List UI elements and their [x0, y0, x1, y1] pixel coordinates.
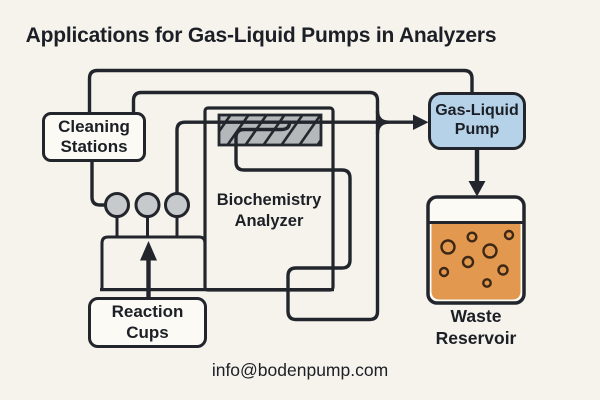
gas-liquid-pump-label: Gas-Liquid Pump [435, 102, 519, 138]
tube-probe-waste-loop [131, 90, 380, 322]
node-reaction-cups: Reaction Cups [88, 297, 207, 348]
tube-suction-to-pump [175, 120, 414, 195]
tube-box-to-nozzle [90, 162, 106, 207]
node-gas-liquid-pump: Gas-Liquid Pump [428, 92, 526, 150]
pump-discharge-arrowhead [468, 181, 486, 197]
node-cleaning-stations: Cleaning Stations [42, 112, 146, 162]
waste-reservoir-border [426, 195, 526, 305]
reaction-cups-arrowhead [140, 241, 157, 261]
biochemistry-analyzer-label: Biochemistry Analyzer [216, 191, 322, 230]
hatched-deck [217, 113, 323, 147]
diagram-title: Applications for Gas-Liquid Pumps in Ana… [25, 24, 497, 47]
cleaning-trough-shape [100, 235, 207, 290]
nozzle-1 [104, 192, 130, 218]
hatched-deck-border [217, 113, 323, 147]
waste-reservoir-container [426, 195, 526, 305]
waste-liquid [431, 222, 521, 300]
contact-email: info@bodenpump.com [211, 360, 389, 380]
nozzle-3 [164, 192, 190, 218]
reaction-cups-label: Reaction Cups [111, 302, 184, 342]
waste-reservoir-label: Waste Reservoir [435, 306, 517, 348]
nozzle-2 [134, 192, 161, 218]
waste-bubbles [438, 229, 515, 288]
tube-cleaning-to-pump-top [87, 68, 474, 112]
cleaning-stations-label: Cleaning Stations [58, 116, 130, 156]
arrowhead-into-pump [413, 114, 429, 130]
cleaning-station-nozzles [104, 192, 190, 218]
